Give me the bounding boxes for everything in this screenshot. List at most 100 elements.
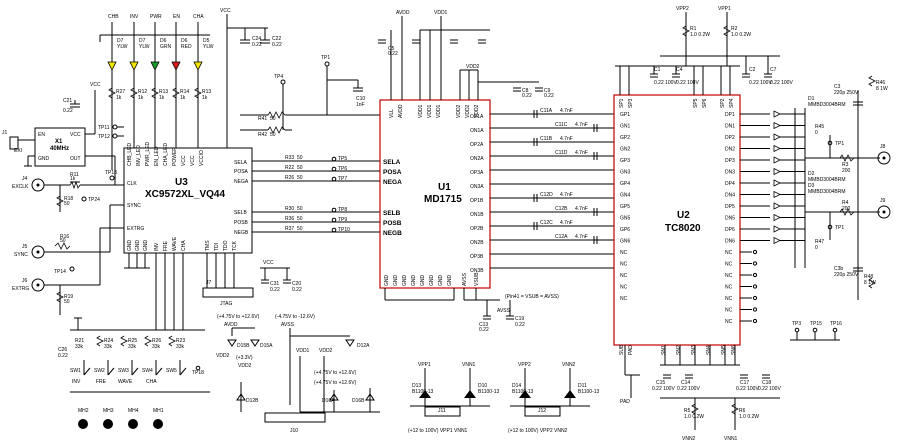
connector-j11[interactable]: J11: [424, 406, 461, 417]
svg-text:PWR: PWR: [150, 14, 162, 20]
svg-text:D7: D7: [117, 38, 124, 44]
svg-text:D2: D2: [808, 171, 815, 177]
svg-text:TP24: TP24: [88, 197, 100, 203]
svg-text:1.0 0.2W: 1.0 0.2W: [690, 32, 710, 38]
svg-text:8 1W: 8 1W: [876, 86, 888, 92]
svg-text:R14: R14: [180, 89, 189, 95]
u2-pin-label: DP2: [725, 135, 735, 141]
svg-text:0.22: 0.22: [58, 353, 68, 359]
svg-text:4.7nF: 4.7nF: [575, 206, 588, 212]
svg-text:SW1: SW1: [70, 368, 81, 374]
led-en-icon: [171, 61, 181, 71]
svg-text:C11C: C11C: [555, 122, 568, 128]
svg-text:SELB: SELB: [383, 210, 401, 217]
svg-text:VDD2: VDD2: [319, 348, 333, 354]
u2-pin-label: DN1: [725, 124, 735, 130]
svg-text:C8: C8: [522, 88, 529, 94]
u2-pin-label: NC: [725, 273, 733, 279]
jumper-j1[interactable]: J1 EXI: [2, 130, 35, 154]
svg-text:D6: D6: [181, 38, 188, 44]
svg-text:R4: R4: [842, 200, 849, 206]
svg-text:OP3A: OP3A: [470, 170, 484, 176]
svg-text:50: 50: [297, 216, 303, 222]
svg-text:VCC: VCC: [190, 155, 196, 166]
svg-text:CHB_LED: CHB_LED: [127, 143, 133, 166]
svg-text:MH1: MH1: [153, 408, 164, 414]
connector-j12[interactable]: J12: [524, 406, 561, 417]
tp11-tp12[interactable]: TP11 TP12 TP13 TP24 TP14: [54, 124, 124, 275]
u1-ref: U1: [438, 182, 451, 193]
bnc-j5[interactable]: J5 SYNC R16 50: [14, 204, 124, 259]
u2-pin-label: GN6: [620, 239, 631, 245]
svg-text:FRE: FRE: [96, 379, 107, 385]
svg-text:C20: C20: [292, 281, 301, 287]
u2-left-pins: GP1GN1GP2GN2GP3GN3GP4GN4GP5GN5GP6GN6NCNC…: [620, 112, 631, 302]
svg-text:R6: R6: [739, 408, 746, 414]
tp4[interactable]: TP4: [274, 74, 286, 130]
svg-text:0: 0: [815, 245, 818, 251]
u2-pin-label: GP3: [620, 158, 630, 164]
u2-pin-label: NC: [725, 250, 733, 256]
testpoint-tp18[interactable]: TP18: [192, 365, 204, 376]
svg-text:VCC: VCC: [70, 132, 81, 138]
svg-text:INV_LED: INV_LED: [136, 145, 142, 166]
svg-text:EXI: EXI: [14, 148, 22, 154]
svg-text:R16: R16: [60, 234, 69, 240]
svg-text:INV: INV: [154, 242, 160, 251]
svg-text:J1: J1: [2, 130, 8, 136]
svg-text:VDD2: VDD2: [456, 104, 462, 118]
svg-text:TP8: TP8: [338, 207, 347, 213]
mounting-hole-icon: [153, 419, 163, 429]
svg-text:J10: J10: [290, 428, 298, 434]
cap-c21: C21 0.22: [63, 98, 80, 114]
led-chb-icon: [107, 61, 117, 71]
svg-text:D13: D13: [412, 383, 421, 389]
svg-text:(+12 to 100V) VPP1 VNN1: (+12 to 100V) VPP1 VNN1: [408, 428, 468, 434]
svg-text:4.7nF: 4.7nF: [575, 234, 588, 240]
svg-text:1k: 1k: [70, 176, 76, 182]
svg-text:50: 50: [64, 299, 70, 305]
svg-text:TP4: TP4: [274, 74, 283, 80]
svg-text:CLK: CLK: [127, 181, 137, 187]
svg-text:TP9: TP9: [338, 217, 347, 223]
svg-text:C9: C9: [544, 88, 551, 94]
svg-text:TDO: TDO: [223, 240, 229, 251]
u2-right-pins: DP1DN1DP2DN2DP3DN3DP4DN4DP5DN5DP6DN6NCNC…: [725, 110, 805, 325]
svg-text:(-4.75V to -12.6V): (-4.75V to -12.6V): [275, 314, 315, 320]
svg-text:PAD: PAD: [620, 399, 630, 405]
svg-text:VCC: VCC: [220, 8, 231, 14]
svg-text:GND: GND: [411, 275, 417, 287]
switch-sw5[interactable]: SW5: [166, 360, 187, 376]
jtag-connector-j7[interactable]: J7 JTAG: [202, 278, 254, 307]
bnc-j9[interactable]: J9: [877, 198, 891, 219]
bnc-j8[interactable]: J8: [877, 144, 891, 165]
svg-text:GND: GND: [143, 240, 149, 252]
svg-text:SW3: SW3: [118, 368, 129, 374]
svg-text:GND: GND: [38, 156, 50, 162]
svg-text:4.7nF: 4.7nF: [560, 108, 573, 114]
svg-text:R2: R2: [731, 26, 738, 32]
svg-text:33k: 33k: [128, 344, 137, 350]
svg-text:4.7nF: 4.7nF: [560, 192, 573, 198]
bnc-j6[interactable]: J6 EXTRG R19 50: [12, 227, 124, 315]
svg-text:D15B: D15B: [237, 343, 250, 349]
bnc-j4[interactable]: J4 EXCLK R11 1k R18 50: [12, 172, 124, 212]
svg-text:D12B: D12B: [246, 398, 259, 404]
vsub-note: (Pin41 = VSUB = AVSS): [505, 294, 559, 300]
u2-pin-label: NC: [725, 285, 733, 291]
svg-text:VNN1: VNN1: [724, 436, 738, 442]
u2-pin-label: NC: [725, 262, 733, 268]
svg-text:B1100-13: B1100-13: [512, 389, 534, 395]
svg-text:0.22 100V: 0.22 100V: [758, 386, 781, 392]
svg-text:ON3A: ON3A: [470, 184, 484, 190]
connector-j10[interactable]: J10: [264, 412, 326, 434]
